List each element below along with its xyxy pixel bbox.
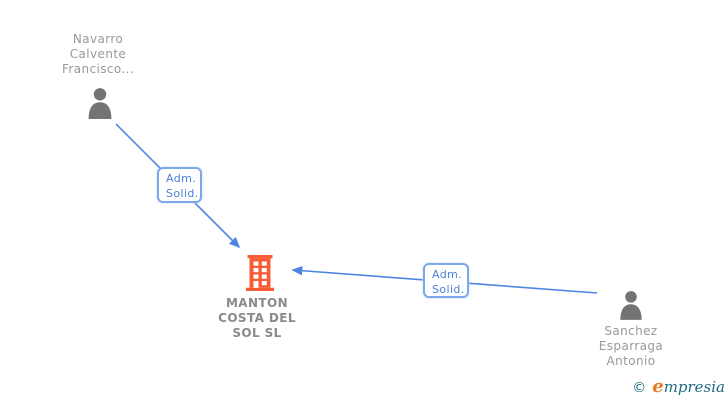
- person-navarro-name: Navarro Calvente Francisco...: [28, 32, 168, 77]
- brand-name: mpresia: [663, 378, 725, 396]
- person-sanchez-name: Sanchez Esparraga Antonio: [561, 324, 701, 369]
- copyright-icon: ©: [632, 380, 647, 396]
- empresia-logo: © e mpresia: [632, 376, 725, 397]
- company-manton-name: MANTON COSTA DEL SOL SL: [187, 296, 327, 341]
- person-navarro-name-line3: Francisco...: [61, 62, 135, 76]
- person-sanchez-name-line1: Sanchez: [604, 324, 658, 338]
- edge-label-2-line2: Solid.: [432, 283, 465, 296]
- person-sanchez-name-line3: Antonio: [606, 354, 656, 368]
- node-person-navarro[interactable]: Navarro Calvente Francisco...: [28, 32, 168, 77]
- building-icon: [246, 255, 274, 291]
- brand-initial: e: [652, 376, 664, 397]
- company-name-line1: MANTON: [225, 296, 289, 310]
- person-navarro-name-line2: Calvente: [69, 47, 127, 61]
- node-company-manton[interactable]: MANTON COSTA DEL SOL SL: [187, 296, 327, 341]
- person-icon: [620, 291, 642, 320]
- person-navarro-name-line1: Navarro: [72, 32, 124, 46]
- person-icon: [88, 88, 112, 119]
- edge-label-1-line1: Adm.: [166, 172, 197, 185]
- company-name-line2: COSTA DEL: [218, 311, 296, 325]
- edge-label-adm-solid-1: Adm. Solid.: [157, 167, 202, 203]
- company-name-line3: SOL SL: [232, 326, 282, 340]
- person-sanchez-name-line2: Esparraga: [598, 339, 664, 353]
- edge-label-1-line2: Solid.: [166, 187, 199, 200]
- edge-label-2-line1: Adm.: [432, 268, 463, 281]
- node-person-sanchez[interactable]: Sanchez Esparraga Antonio: [561, 324, 701, 369]
- edge-label-adm-solid-2: Adm. Solid.: [423, 263, 469, 298]
